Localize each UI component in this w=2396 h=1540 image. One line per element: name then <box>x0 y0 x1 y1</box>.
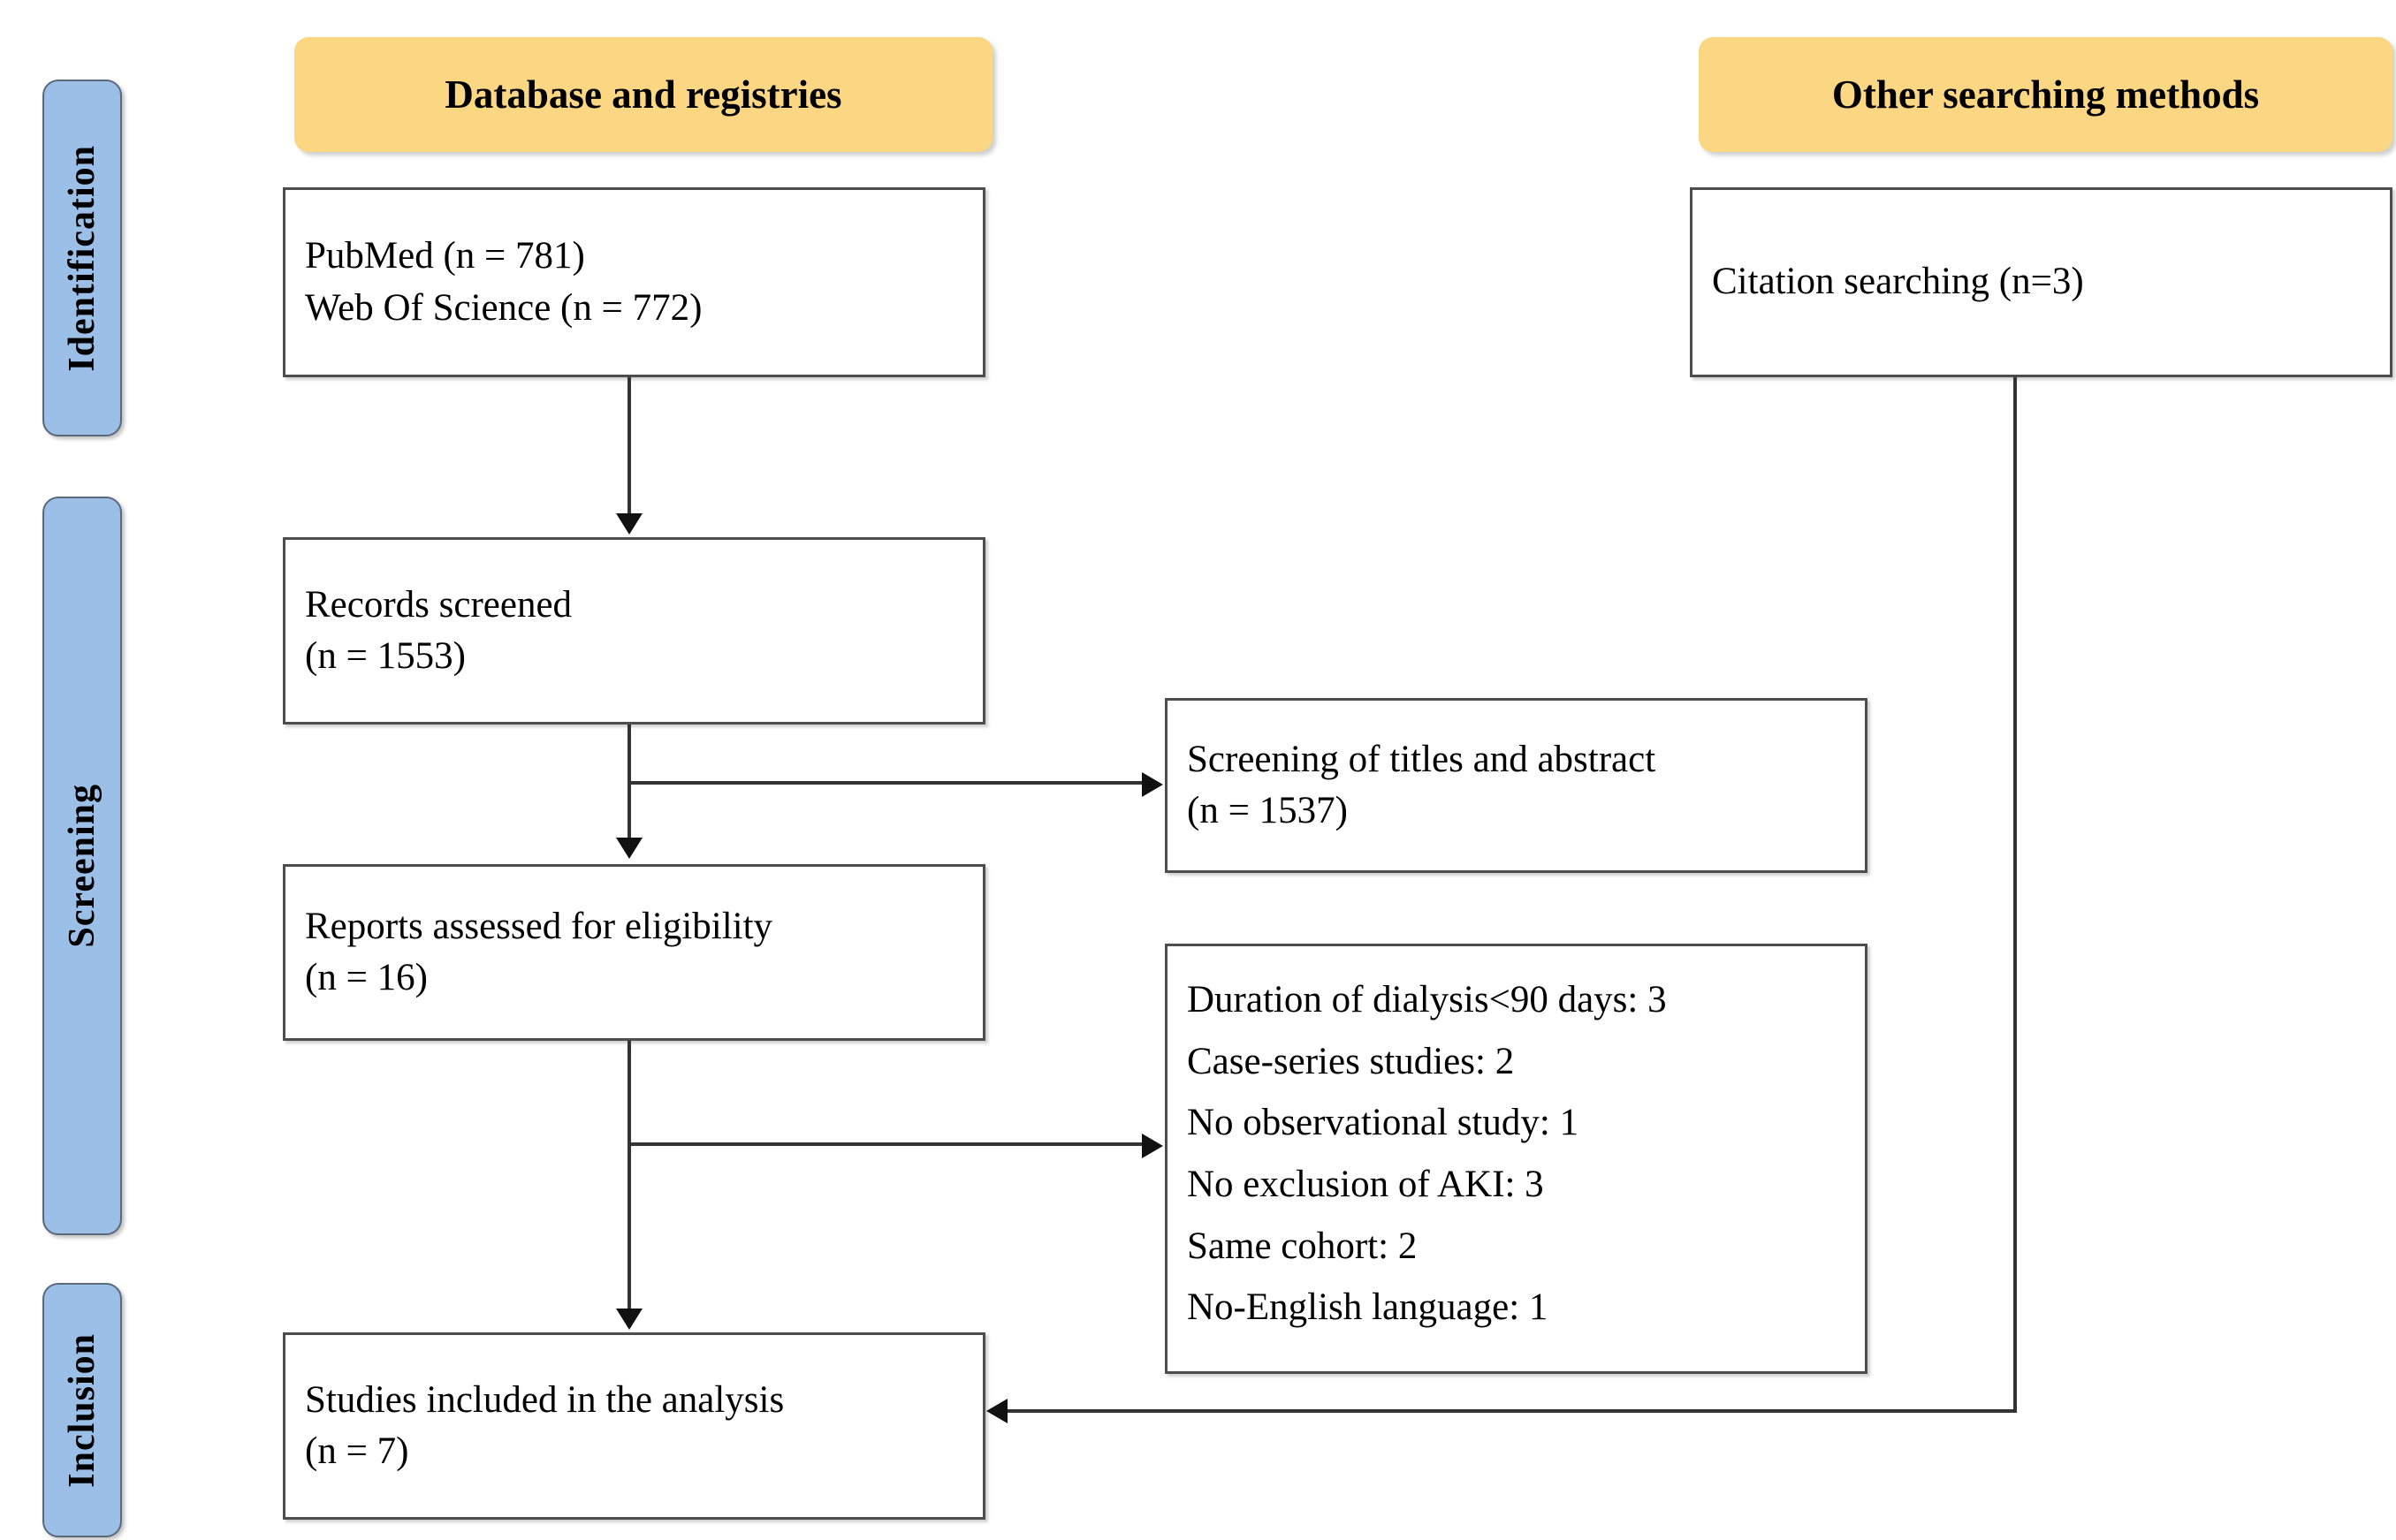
arrowhead-screened-to-titles-abstract <box>1142 772 1163 797</box>
stage-pill-identification: Identification <box>42 80 122 436</box>
connector-screened-to-titles-abstract <box>628 781 1144 785</box>
exclusion-reason-0: Duration of dialysis<90 days: 3 <box>1187 979 1667 1020</box>
exclusion-reason-1: Case-series studies: 2 <box>1187 1040 1515 1082</box>
arrowhead-screened-to-eligibility <box>616 838 643 859</box>
stage-pill-screening: Screening <box>42 497 122 1235</box>
records-screened-count: (n = 1553) <box>305 635 466 677</box>
stage-label-identification: Identification <box>62 144 103 372</box>
box-database-sources: PubMed (n = 781) Web Of Science (n = 772… <box>283 187 985 377</box>
banner-other-searching-methods: Other searching methods <box>1699 37 2392 152</box>
exclusion-reason-5: No-English language: 1 <box>1187 1286 1548 1329</box>
connector-eligibility-to-included <box>628 1041 631 1310</box>
arrowhead-eligibility-to-included <box>616 1309 643 1330</box>
arrowhead-sources-to-screened <box>616 513 643 535</box>
studies-included-count: (n = 7) <box>305 1430 409 1472</box>
banner-left-label: Database and registries <box>445 72 842 117</box>
reports-assessed-label: Reports assessed for eligibility <box>305 905 773 947</box>
titles-abstract-label: Screening of titles and abstract <box>1187 738 1656 780</box>
stage-label-screening: Screening <box>62 784 103 948</box>
source-line-pubmed: PubMed (n = 781) <box>305 235 585 277</box>
exclusion-reason-4: Same cohort: 2 <box>1187 1225 1418 1267</box>
box-exclusion-reasons: Duration of dialysis<90 days: 3 Case-ser… <box>1165 944 1867 1374</box>
connector-eligibility-to-exclusions <box>628 1142 1144 1146</box>
records-screened-label: Records screened <box>305 583 573 626</box>
box-records-screened: Records screened (n = 1553) <box>283 537 985 724</box>
box-citation-searching: Citation searching (n=3) <box>1690 187 2392 377</box>
stage-label-inclusion: Inclusion <box>62 1332 103 1488</box>
arrowhead-eligibility-to-exclusions <box>1142 1134 1163 1158</box>
exclusion-reason-2: No observational study: 1 <box>1187 1102 1579 1144</box>
connector-citation-to-included-horizontal <box>1008 1409 2017 1413</box>
titles-abstract-count: (n = 1537) <box>1187 790 1348 831</box>
reports-assessed-count: (n = 16) <box>305 957 428 998</box>
arrowhead-citation-to-included <box>986 1399 1008 1423</box>
banner-database-and-registries: Database and registries <box>294 37 993 152</box>
stage-pill-inclusion: Inclusion <box>42 1283 122 1537</box>
studies-included-label: Studies included in the analysis <box>305 1378 785 1421</box>
box-studies-included: Studies included in the analysis (n = 7) <box>283 1332 985 1520</box>
citation-searching-line: Citation searching (n=3) <box>1712 261 2084 303</box>
box-titles-abstract-screening: Screening of titles and abstract (n = 15… <box>1165 698 1867 873</box>
box-reports-assessed-eligibility: Reports assessed for eligibility (n = 16… <box>283 864 985 1041</box>
exclusion-reason-3: No exclusion of AKI: 3 <box>1187 1163 1544 1205</box>
banner-right-label: Other searching methods <box>1831 72 2260 117</box>
source-line-web-of-science: Web Of Science (n = 772) <box>305 286 703 329</box>
connector-citation-to-included-vertical <box>2013 377 2017 1413</box>
connector-sources-to-screened <box>628 377 631 517</box>
